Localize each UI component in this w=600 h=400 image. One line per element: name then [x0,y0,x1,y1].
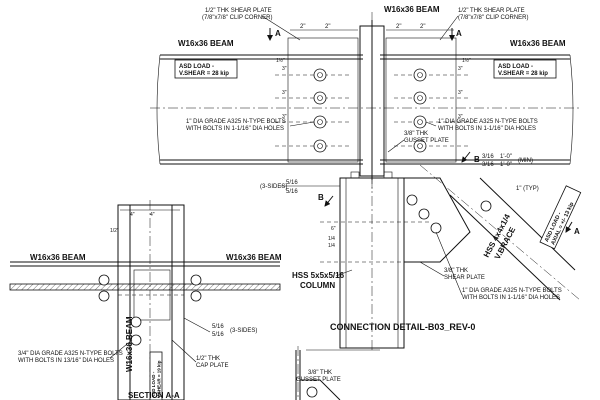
weld-sides-left: (3-SIDES) [260,184,287,190]
asd-label: ASD LOAD - [151,371,156,398]
section-marker-a-right: A [449,28,462,41]
dim-label: 3" [282,90,287,96]
dim-label: 4" [150,212,155,218]
shear-plate-right-label: 1/2" THK SHEAR PLATE [458,8,525,14]
top-dimensions: 2" 2" 2" 2" 3" 3" 3" 3" 3" 3" 1½" 1½" [276,24,471,120]
weld-min: (MIN) [518,158,533,164]
bolt-note-right: 1" DIA GRADE A325 N-TYPE BOLTS [438,119,538,125]
section-asd-box: ASD LOAD - V.SHEAR = 19 kip [149,351,163,400]
asd-label: V.SHEAR = 28 kip [498,71,548,77]
dim-label: 4" [130,212,135,218]
marker-label: B [318,193,324,202]
weld-size: 5/16 [286,189,298,195]
bolt-note-low: 1" DIA GRADE A325 N-TYPE BOLTS [462,288,562,294]
marker-label: A [456,29,462,38]
shear-plate-left [287,37,359,163]
dim-label: 2" [300,24,305,30]
beam-lower-left-label: W16x36 BEAM [30,253,86,262]
bolt-note-section: 3/4" DIA GRADE A325 N-TYPE BOLTS [18,351,123,357]
top-beam-left [156,54,363,165]
beam-right-label: W16x36 BEAM [510,39,566,48]
section-marker-a-left: A [267,28,281,41]
bolt-note-right: WITH BOLTS IN 1-1/16" DIA HOLES [438,126,536,132]
column-label: HSS 5x5x5/16 [292,271,345,280]
beam-lower-mid-label: W16x36 BEAM [226,253,282,262]
section-a-a-view: 4" 4" 1/2" [9,200,281,400]
detail-title: CONNECTION DETAIL-B03_REV-0 [330,322,475,332]
asd-load-box-right: ASD LOAD - V.SHEAR = 28 kip [493,59,557,79]
hss-brace [419,164,581,301]
weld-dim: 1'-0" [500,162,512,168]
top-beam-right [380,54,574,165]
shear-plate-right-label: (7/8"x7/8" CLIP CORNER) [458,15,529,21]
gusset-label: GUSSET PLATE [404,138,449,144]
dim-label: 3" [282,66,287,72]
brace-asd-box: ASD LOAD - AXIAL = +/- 13 kip [539,185,582,250]
shear-plate-right [385,37,457,163]
marker-label: B [474,155,480,164]
dim-label: 3" [458,66,463,72]
dim-label: 1/4 [328,243,335,249]
bolt-note-low: WITH BOLTS IN 1-1/16" DIA HOLES [462,295,560,301]
bolt-note-left: WITH BOLTS IN 1-1/16" DIA HOLES [186,126,284,132]
gusset-low-label: GUSSET PLATE [296,377,341,383]
marker-label: A [574,227,580,236]
cap-plate-label: CAP PLATE [196,363,228,369]
dim-label: 3" [458,114,463,120]
shear-plate-low-label: SHEAR PLATE [444,275,485,281]
asd-label: ASD LOAD - [179,64,214,70]
weld-size: 5/16 [286,180,298,186]
dim-label: 2" [396,24,401,30]
dim-label: 1/2" [110,228,119,234]
shear-plate-left-label: (7/8"x7/8" CLIP CORNER) [202,15,273,21]
section-marker-b-top: B [461,151,480,164]
shear-plate-low-label: 3/8" THK [444,268,468,274]
typ-dim: 1" (TYP) [516,186,539,192]
dim-label: 6" [331,226,336,232]
gusset-label: 3/8" THK [404,131,428,137]
dim-label: 3" [282,114,287,120]
asd-load-box-left: ASD LOAD - V.SHEAR = 28 kip [174,59,238,79]
bolt-group-left [313,68,327,153]
lower-gusset-partial [295,346,380,400]
weld-sides-right: (3-SIDES) [230,328,257,334]
asd-label: V.SHEAR = 19 kip [157,360,162,398]
bolt-group-right [413,68,427,153]
dim-label: 1½" [276,57,285,64]
center-beam-label: W16x36 BEAM [384,5,440,14]
weld-size: 5/16 [212,332,224,338]
weld-dim: 1'-0" [500,154,512,160]
center-beam-section [150,12,580,190]
section-marker-a-low: A [565,221,580,236]
asd-label: V.SHEAR = 28 kip [179,71,229,77]
weld-brace: 3/16 [482,154,494,160]
section-title: SECTION A-A [128,391,180,400]
bolt-note-left: 1" DIA GRADE A325 N-TYPE BOLTS [186,119,286,125]
shear-plate-left-label: 1/2" THK SHEAR PLATE [205,8,272,14]
dim-label: 1½" [462,57,471,64]
dim-label: 2" [325,24,330,30]
weld-brace: 3/16 [482,162,494,168]
marker-label: A [275,29,281,38]
beam-left-label: W16x36 BEAM [178,39,234,48]
column-label: COLUMN [300,281,335,290]
section-marker-b-low: B [318,193,334,207]
bolt-note-section: WITH BOLTS IN 13/16" DIA HOLES [18,358,114,364]
weld-size: 5/16 [212,324,224,330]
dim-label: 2" [420,24,425,30]
vertical-beam-label: W16x36 BEAM [125,316,134,372]
dim-label: 3" [458,90,463,96]
gusset-plate [403,177,471,263]
hss-column [339,171,405,350]
gusset-low-label: 3/8" THK [308,370,332,376]
dim-label: 1/4 [328,236,335,242]
asd-label: ASD LOAD - [498,64,533,70]
cap-plate-label: 1/2" THK [196,356,220,362]
